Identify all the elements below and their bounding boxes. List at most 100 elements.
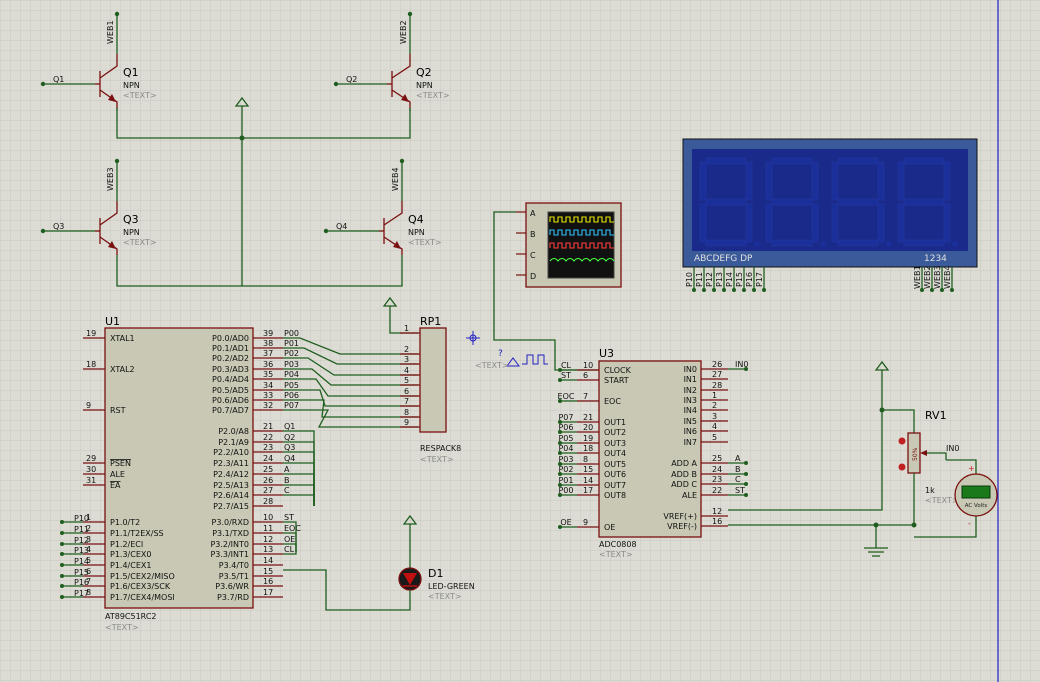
- pin-name: IN4: [684, 406, 697, 415]
- emitter-lead: [391, 89, 411, 108]
- terminal-dot: [930, 288, 934, 292]
- pin-number: 32: [263, 401, 273, 410]
- pin-net-label: P11: [695, 272, 704, 287]
- pin-name: P0.6/AD6: [212, 396, 249, 405]
- led-part: LED-GREEN: [428, 582, 475, 591]
- digit-segment: [765, 161, 773, 201]
- transistor-ref: Q4: [408, 213, 424, 226]
- pin-number: 7: [86, 577, 91, 586]
- clock-generator[interactable]: ? <TEXT>: [466, 331, 548, 370]
- scope-screen: [547, 211, 615, 279]
- transistor-type: NPN: [123, 81, 140, 90]
- led-d1[interactable]: D1 LED-GREEN <TEXT>: [283, 514, 475, 611]
- pin-name: XTAL2: [110, 365, 135, 374]
- pot-down-icon[interactable]: [898, 463, 906, 471]
- mcu-u1[interactable]: U1AT89C51RC2<TEXT>19XTAL118XTAL29RST29PS…: [60, 315, 418, 632]
- terminal-dot: [920, 288, 924, 292]
- potentiometer-rv1[interactable]: 50% IN0 RV1 1k <TEXT> AC Volts + -: [728, 360, 998, 557]
- digit-dp: [820, 241, 826, 247]
- collector-lead: [99, 201, 118, 226]
- pin-number: 23: [712, 475, 722, 484]
- pot-wiper-value: 50%: [912, 447, 919, 461]
- digit-segment: [771, 239, 813, 247]
- respack-text: <TEXT>: [420, 455, 454, 464]
- transistor-ref: Q1: [123, 66, 139, 79]
- terminal-dot: [950, 288, 954, 292]
- digit-dp: [952, 241, 958, 247]
- p0-bus-wire: [283, 399, 418, 418]
- pin-name: VREF(-): [667, 522, 697, 531]
- net-label: B: [284, 476, 290, 485]
- digit-segment: [745, 161, 753, 201]
- collector-lead: [391, 54, 411, 79]
- pin-name: P3.5/T1: [219, 572, 249, 581]
- net-label: C: [735, 475, 741, 484]
- meter-plus-sign: +: [968, 464, 975, 473]
- pot-net: IN0: [946, 444, 959, 453]
- digit-segment: [877, 203, 885, 243]
- pin-number: 16: [263, 577, 273, 586]
- transistor-type: NPN: [408, 228, 425, 237]
- pin-name: P2.0/A8: [218, 427, 249, 436]
- pin-net-label: P17: [755, 272, 764, 287]
- scope-channel-label: D: [530, 272, 536, 281]
- digit-segment: [765, 203, 773, 243]
- pot-up-icon[interactable]: [898, 437, 906, 445]
- terminal-dot: [692, 288, 696, 292]
- pin-number: 34: [263, 381, 273, 390]
- emitter-arrow-icon: [108, 241, 116, 249]
- terminal-dot: [114, 11, 120, 17]
- power-terminal-icon: [234, 96, 250, 107]
- digit-segment: [837, 157, 879, 165]
- terminal-dot: [323, 228, 329, 234]
- scope-trace: [549, 242, 614, 249]
- p0-bus-wire: [283, 368, 418, 386]
- base-net-label: Q4: [336, 222, 347, 231]
- pin-number: 9: [86, 401, 91, 410]
- pin-number: 22: [712, 486, 722, 495]
- pin-number: 25: [712, 454, 722, 463]
- net-label: P03: [558, 455, 573, 464]
- pin-number: 2: [86, 524, 91, 533]
- terminal-dot: [762, 288, 766, 292]
- transistor-ref: Q3: [123, 213, 139, 226]
- emitter-arrow-icon: [108, 94, 116, 102]
- digit-segment: [699, 161, 707, 201]
- net-label: EOC: [558, 392, 575, 401]
- net-label: P17: [74, 589, 89, 598]
- scope-channel-label: C: [530, 251, 536, 260]
- base-net-label: Q1: [53, 75, 64, 84]
- net-label: P01: [284, 339, 299, 348]
- digit-segment: [837, 198, 879, 206]
- net-label: Q2: [284, 433, 295, 442]
- digit-segment: [903, 198, 945, 206]
- transistor-text: <TEXT>: [408, 238, 442, 247]
- pin-name: P3.2/INT0: [210, 540, 249, 549]
- center-rail-right: [242, 258, 403, 287]
- net-label: A: [735, 454, 741, 463]
- pin-name: OE: [604, 523, 615, 532]
- net-label: CL: [284, 545, 295, 554]
- pin-net-label: WEB3: [933, 265, 942, 289]
- collector-lead: [383, 201, 403, 226]
- pin-number: 7: [404, 397, 409, 406]
- digit-segment: [903, 157, 945, 165]
- net-label: P07: [284, 401, 299, 410]
- net-label: P13: [74, 546, 89, 555]
- pot-wiper-arrow: [920, 450, 927, 456]
- pin-name: P2.4/A12: [213, 470, 249, 479]
- pin-name: OUT7: [604, 481, 626, 490]
- adc-u3[interactable]: U3ADC0808<TEXT>10CLOCKCL6STARTST7EOCEOC2…: [558, 347, 749, 559]
- oscilloscope[interactable]: ABCD: [493, 202, 622, 371]
- respack-part: RESPACK8: [420, 444, 461, 453]
- pin-name: IN3: [684, 396, 697, 405]
- terminal-dot: [40, 228, 46, 234]
- pin-name: P3.7/RD: [217, 593, 249, 602]
